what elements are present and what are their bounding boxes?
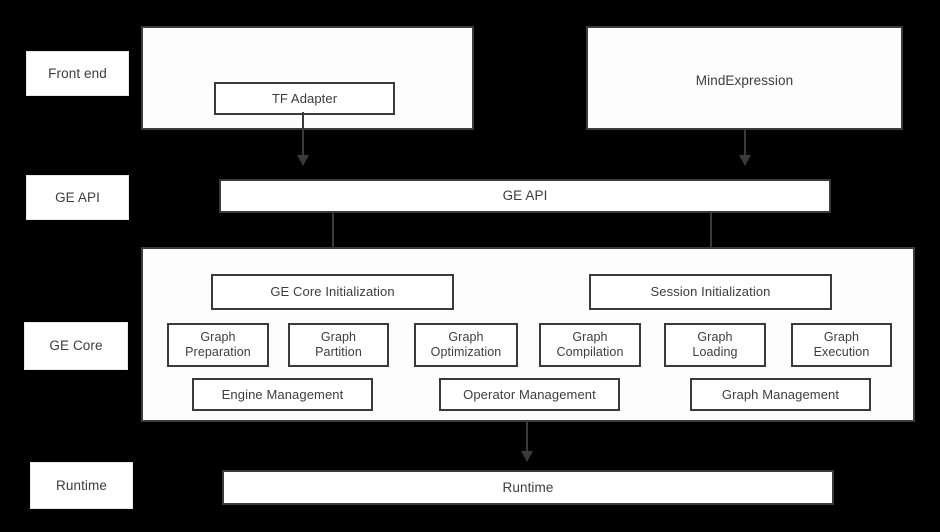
graph-loading-line2: Loading	[692, 345, 738, 359]
stage-label-ge-core-text: GE Core	[49, 338, 103, 354]
arrow-mindexpression-to-ge-api-head	[739, 155, 751, 166]
engine-management-box[interactable]: Engine Management	[192, 378, 373, 411]
arrow-tf-adapter-to-ge-api-head	[297, 155, 309, 166]
runtime-bar[interactable]: Runtime	[222, 470, 834, 505]
stage-label-front-end: Front end	[26, 51, 129, 96]
mindexpression-panel: MindExpression	[586, 26, 903, 130]
arrow-mindexpression-to-ge-api-line	[744, 130, 746, 156]
stage-label-ge-core: GE Core	[24, 322, 128, 370]
tf-adapter-box[interactable]: TF Adapter	[214, 82, 395, 115]
operator-management-label: Operator Management	[463, 386, 596, 402]
ge-core-panel: GE Core Initialization Session Initializ…	[141, 247, 915, 422]
ge-core-initialization-label: GE Core Initialization	[270, 284, 395, 300]
arrow-ge-api-to-session-init-line	[710, 213, 712, 261]
engine-management-label: Engine Management	[221, 386, 344, 402]
runtime-bar-label: Runtime	[502, 479, 554, 495]
graph-preparation-line1: Graph	[200, 330, 236, 345]
graph-compilation-line1: Graph	[572, 330, 608, 345]
operator-management-box[interactable]: Operator Management	[439, 378, 620, 411]
graph-optimization-line2: Optimization	[430, 345, 502, 359]
session-initialization-label: Session Initialization	[650, 284, 771, 300]
stage-label-front-end-text: Front end	[48, 65, 107, 81]
arrow-ge-core-to-runtime-head	[521, 451, 533, 462]
graph-optimization-line1: Graph	[448, 330, 484, 345]
graph-partition-line1: Graph	[320, 330, 357, 345]
arrow-ge-core-to-runtime-line	[526, 422, 528, 452]
tensorflow-panel: Tensorflow TF Adapter	[141, 26, 474, 130]
graph-loading-line1: Graph	[697, 330, 733, 345]
stage-label-runtime: Runtime	[30, 462, 133, 509]
graph-management-box[interactable]: Graph Management	[690, 378, 871, 411]
stage-label-ge-api: GE API	[26, 175, 129, 220]
arrow-tf-adapter-to-ge-api-line	[302, 112, 304, 156]
ge-core-initialization-box[interactable]: GE Core Initialization	[211, 274, 454, 310]
arrow-ge-api-to-ge-core-init-line	[332, 213, 334, 261]
graph-execution-line1: Graph	[823, 330, 860, 345]
stage-label-ge-api-text: GE API	[55, 189, 100, 205]
graph-management-label: Graph Management	[721, 386, 840, 402]
graph-compilation-line2: Compilation	[556, 345, 624, 359]
graph-partition-line2: Partition	[315, 345, 362, 359]
mindexpression-panel-title: MindExpression	[695, 73, 794, 88]
graph-execution-line2: Execution	[813, 345, 870, 359]
session-initialization-box[interactable]: Session Initialization	[589, 274, 832, 310]
ge-api-bar[interactable]: GE API	[219, 179, 831, 213]
stage-label-runtime-text: Runtime	[56, 477, 107, 493]
tf-adapter-label: TF Adapter	[271, 90, 338, 106]
graph-preparation-line2: Preparation	[185, 345, 251, 359]
ge-api-bar-label: GE API	[502, 188, 548, 204]
